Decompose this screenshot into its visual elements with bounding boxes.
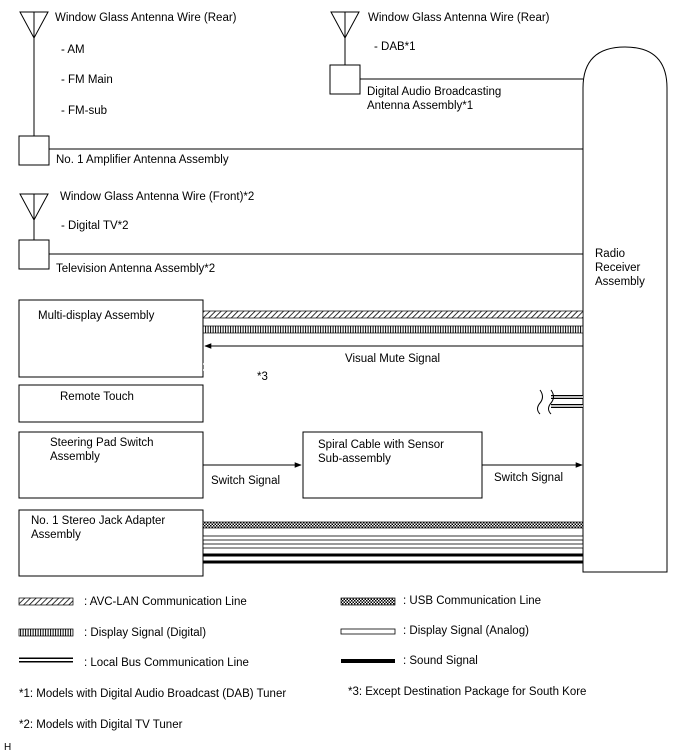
remote-touch-box xyxy=(18,384,204,423)
band-fm-main: - FM Main xyxy=(61,74,113,86)
spiral-cable-label-2: Sub-assembly xyxy=(318,453,391,465)
footnote-3: *3: Except Destination Package for South… xyxy=(348,686,586,698)
legend-display-analog-swatch xyxy=(340,628,396,635)
receiver-label-3: Assembly xyxy=(595,276,645,288)
legend-local-bus-label: : Local Bus Communication Line xyxy=(84,657,249,669)
receiver-label-1: Radio xyxy=(595,248,625,260)
visual-mute-label: Visual Mute Signal xyxy=(345,353,440,365)
steering-pad-label-2: Assembly xyxy=(50,451,100,463)
remote-touch-label: Remote Touch xyxy=(60,391,134,403)
footnotes: *1: Models with Digital Audio Broadcast … xyxy=(4,686,586,753)
multi-display-assembly: Multi-display Assembly Visual Mute Signa… xyxy=(18,299,584,378)
legend-sound-label: : Sound Signal xyxy=(403,655,478,667)
stereo-jack-label-1: No. 1 Stereo Jack Adapter xyxy=(31,515,165,527)
stereo-jack-group: No. 1 Stereo Jack Adapter Assembly xyxy=(18,509,584,577)
tv-antenna-label: Television Antenna Assembly*2 xyxy=(56,263,215,275)
line-break-icon xyxy=(537,389,543,415)
steering-switch-group: Steering Pad Switch Assembly Switch Sign… xyxy=(18,431,583,499)
note-3-marker: *3 xyxy=(257,371,268,383)
analog-line-1 xyxy=(202,535,584,541)
usb-line xyxy=(202,521,584,529)
legend-usb-label: : USB Communication Line xyxy=(403,595,541,607)
footnote-1: *1: Models with Digital Audio Broadcast … xyxy=(19,688,286,700)
steering-pad-label-1: Steering Pad Switch xyxy=(50,437,154,449)
legend: : AVC-LAN Communication Line : USB Commu… xyxy=(18,595,541,669)
band-fm-sub: - FM-sub xyxy=(61,105,107,117)
dab-antenna-label-2: Antenna Assembly*1 xyxy=(367,100,473,112)
legend-display-digital-swatch xyxy=(18,628,74,637)
legend-avc-lan-label: : AVC-LAN Communication Line xyxy=(84,596,247,608)
switch-signal-label-2: Switch Signal xyxy=(494,472,563,484)
dab-antenna-label-1: Digital Audio Broadcasting xyxy=(367,86,501,98)
amplifier-antenna-label: No. 1 Amplifier Antenna Assembly xyxy=(56,154,229,166)
rear-antenna-title: Window Glass Antenna Wire (Rear) xyxy=(55,12,237,24)
band-am: - AM xyxy=(61,44,85,56)
legend-display-analog-label: : Display Signal (Analog) xyxy=(403,625,529,637)
legend-display-digital-label: : Display Signal (Digital) xyxy=(84,627,206,639)
avc-lan-line xyxy=(202,310,584,319)
amplifier-antenna-box xyxy=(18,135,50,166)
receiver-label-2: Receiver xyxy=(595,262,641,274)
rear-antenna-am-fm: Window Glass Antenna Wire (Rear) - AM - … xyxy=(18,11,583,166)
corner-mark: H xyxy=(4,742,11,753)
tv-antenna-box xyxy=(18,239,50,270)
stereo-jack-box xyxy=(18,509,204,577)
front-antenna-title: Window Glass Antenna Wire (Front)*2 xyxy=(60,191,254,203)
band-digital-tv: - Digital TV*2 xyxy=(61,220,129,232)
footnote-2: *2: Models with Digital TV Tuner xyxy=(19,719,183,731)
front-antenna-tv: Window Glass Antenna Wire (Front)*2 - Di… xyxy=(18,191,583,275)
stereo-jack-label-2: Assembly xyxy=(31,529,81,541)
multi-display-label: Multi-display Assembly xyxy=(38,310,155,322)
dab-antenna-title: Window Glass Antenna Wire (Rear) xyxy=(368,12,550,24)
rear-antenna-dab: Window Glass Antenna Wire (Rear) - DAB*1… xyxy=(329,11,583,112)
analog-line-2 xyxy=(202,543,584,549)
dab-antenna-box xyxy=(329,64,361,95)
remote-touch-group: Remote Touch *3 xyxy=(18,363,583,423)
radio-receiver-assembly: Radio Receiver Assembly xyxy=(582,46,668,573)
band-dab: - DAB*1 xyxy=(374,41,416,53)
switch-signal-label-1: Switch Signal xyxy=(211,475,280,487)
spiral-cable-label-1: Spiral Cable with Sensor xyxy=(318,439,444,451)
legend-avc-lan-swatch xyxy=(18,597,74,606)
legend-usb-swatch xyxy=(340,597,396,606)
spiral-cable-box xyxy=(302,431,483,499)
display-digital-line xyxy=(202,325,584,334)
